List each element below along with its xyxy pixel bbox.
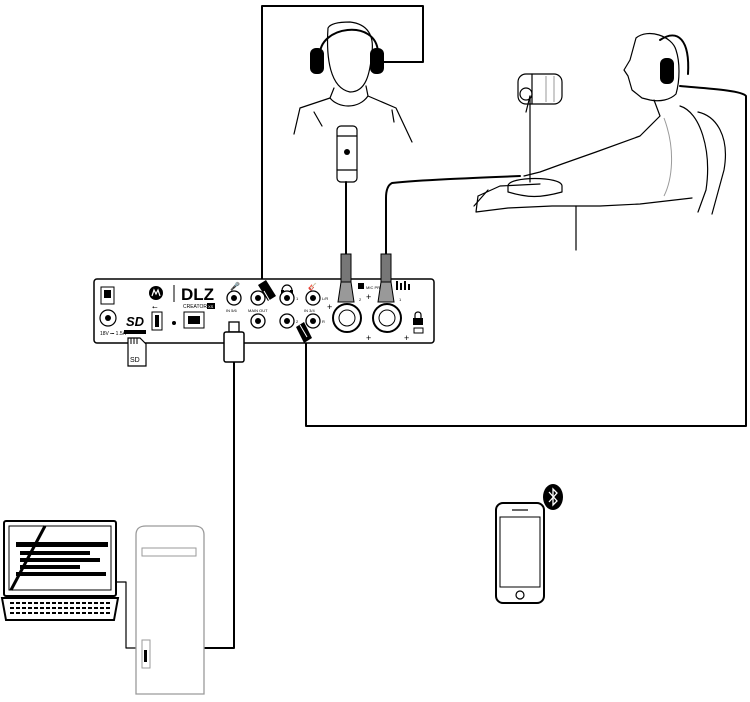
usb-port[interactable]: ⭠: [151, 304, 163, 331]
plus-sign-2: +: [366, 292, 371, 302]
headphone-out-2-label: 2: [296, 319, 299, 324]
mic-pre-badge: MIC PRE: [358, 283, 383, 290]
trs-plug-headphones-2: [296, 322, 312, 343]
plus-sign-3: +: [366, 333, 371, 343]
lr-label: L/R: [322, 296, 328, 301]
cable-headphones-host: [261, 5, 424, 291]
cable-headphones-guest: [305, 85, 747, 427]
in56-jack[interactable]: 🎤 IN 5/6: [226, 281, 242, 313]
bluetooth-icon: [543, 484, 563, 510]
model-label: CREATOR: [183, 304, 207, 310]
sd-logo: SD: [126, 314, 145, 329]
output-meter-icon: [396, 281, 410, 290]
smartphone: [495, 502, 545, 604]
plus-sign-1: +: [327, 302, 332, 312]
brand-label: DLZ: [181, 285, 214, 304]
xlr-plug-guest: [377, 253, 395, 303]
main-out-jacks[interactable]: MAIN OUT: [248, 290, 268, 329]
cable-mic-guest: [385, 175, 521, 257]
headphones-guest: [659, 34, 690, 84]
headphones-host: [310, 28, 384, 74]
in34-label: IN 3/4: [304, 308, 315, 313]
ethernet-port[interactable]: [183, 311, 205, 329]
usb-plug: [223, 321, 245, 363]
mackie-logo-icon: [149, 286, 163, 300]
headphone-out-1-label: 1: [296, 296, 299, 301]
cable-laptop-tower: [115, 581, 138, 649]
r-label: R: [322, 319, 325, 324]
usb-icon: ⭠: [152, 304, 158, 311]
power-switch[interactable]: [100, 286, 115, 305]
power-rating-label: 18V ⎓ 1.5A: [100, 331, 127, 337]
plus-sign-4: +: [404, 333, 409, 343]
svg-text:SD: SD: [126, 314, 145, 329]
main-out-label: MAIN OUT: [248, 308, 268, 313]
trs-plug-headphones-1: [258, 280, 276, 304]
combo-1-label: 1: [399, 297, 402, 302]
svg-text:MIC PRE: MIC PRE: [366, 285, 383, 290]
headset-icon: 🎤: [230, 281, 240, 291]
xlr-plug-host: [337, 253, 355, 303]
model-suffix-badge: XS: [207, 303, 215, 309]
in34-jacks[interactable]: 🎸 L/R R IN 3/4: [304, 282, 328, 329]
svg-text:XS: XS: [208, 304, 214, 309]
desktop-tower: [135, 525, 205, 695]
laptop: [0, 520, 120, 621]
microphone-host: [336, 125, 358, 183]
kensington-slot[interactable]: [413, 327, 424, 334]
combo-2-label: 2: [359, 297, 362, 302]
indicator-dot: [172, 321, 176, 325]
power-jack[interactable]: [99, 309, 117, 327]
cable-usb-computer: [202, 361, 235, 649]
sd-card-label: SD: [130, 357, 140, 364]
in56-label: IN 5/6: [226, 308, 237, 313]
lock-icon: [413, 311, 423, 325]
microphone-guest: [507, 73, 563, 198]
sd-card[interactable]: SD: [127, 337, 147, 367]
host-person: [293, 21, 413, 143]
combo-input-1[interactable]: 1: [372, 297, 402, 333]
instrument-icon: 🎸: [308, 282, 317, 291]
headphone-out-jacks[interactable]: 1 2: [279, 290, 299, 329]
sd-slot[interactable]: [124, 330, 146, 334]
combo-input-2[interactable]: 2: [332, 297, 362, 333]
